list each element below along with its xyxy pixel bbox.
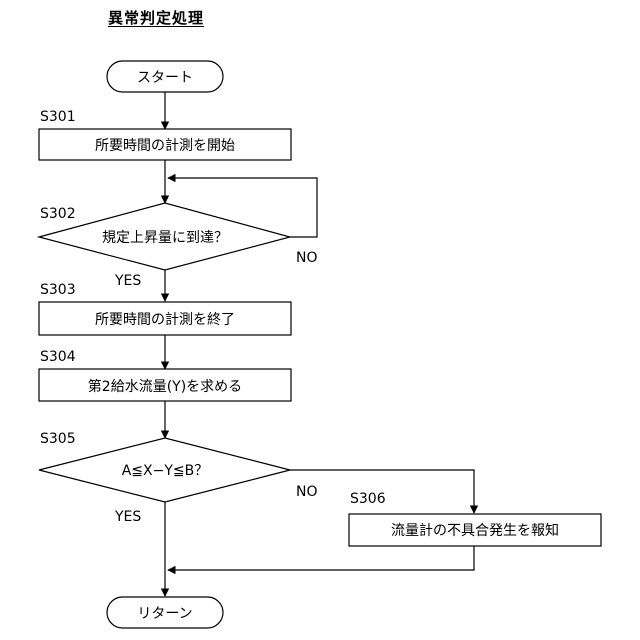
step-label-s302: S302 xyxy=(40,206,76,222)
s301-text: 所要時間の計測を開始 xyxy=(95,138,235,154)
s305-text: A≦X−Y≦B？ xyxy=(122,463,209,479)
step-label-s304: S304 xyxy=(40,349,76,365)
step-label-s301: S301 xyxy=(40,109,76,125)
branch-label-s302-yes: YES xyxy=(114,273,141,289)
s304-text: 第2給水流量(Y)を求める xyxy=(88,378,242,395)
s302-text: 規定上昇量に到達？ xyxy=(102,230,228,246)
step-label-s303: S303 xyxy=(40,282,76,298)
branch-label-s305-yes: YES xyxy=(114,509,141,525)
s306-text: 流量計の不具合発生を報知 xyxy=(391,522,559,539)
s303-text: 所要時間の計測を終了 xyxy=(95,312,235,328)
start-label: スタート xyxy=(137,70,193,86)
step-label-s306: S306 xyxy=(350,491,386,507)
step-label-s305: S305 xyxy=(40,431,76,447)
branch-label-s305-no: NO xyxy=(296,484,318,500)
end-label: リターン xyxy=(137,606,192,622)
connector-s306-merge xyxy=(168,546,474,570)
branch-label-s302-no: NO xyxy=(296,250,318,266)
